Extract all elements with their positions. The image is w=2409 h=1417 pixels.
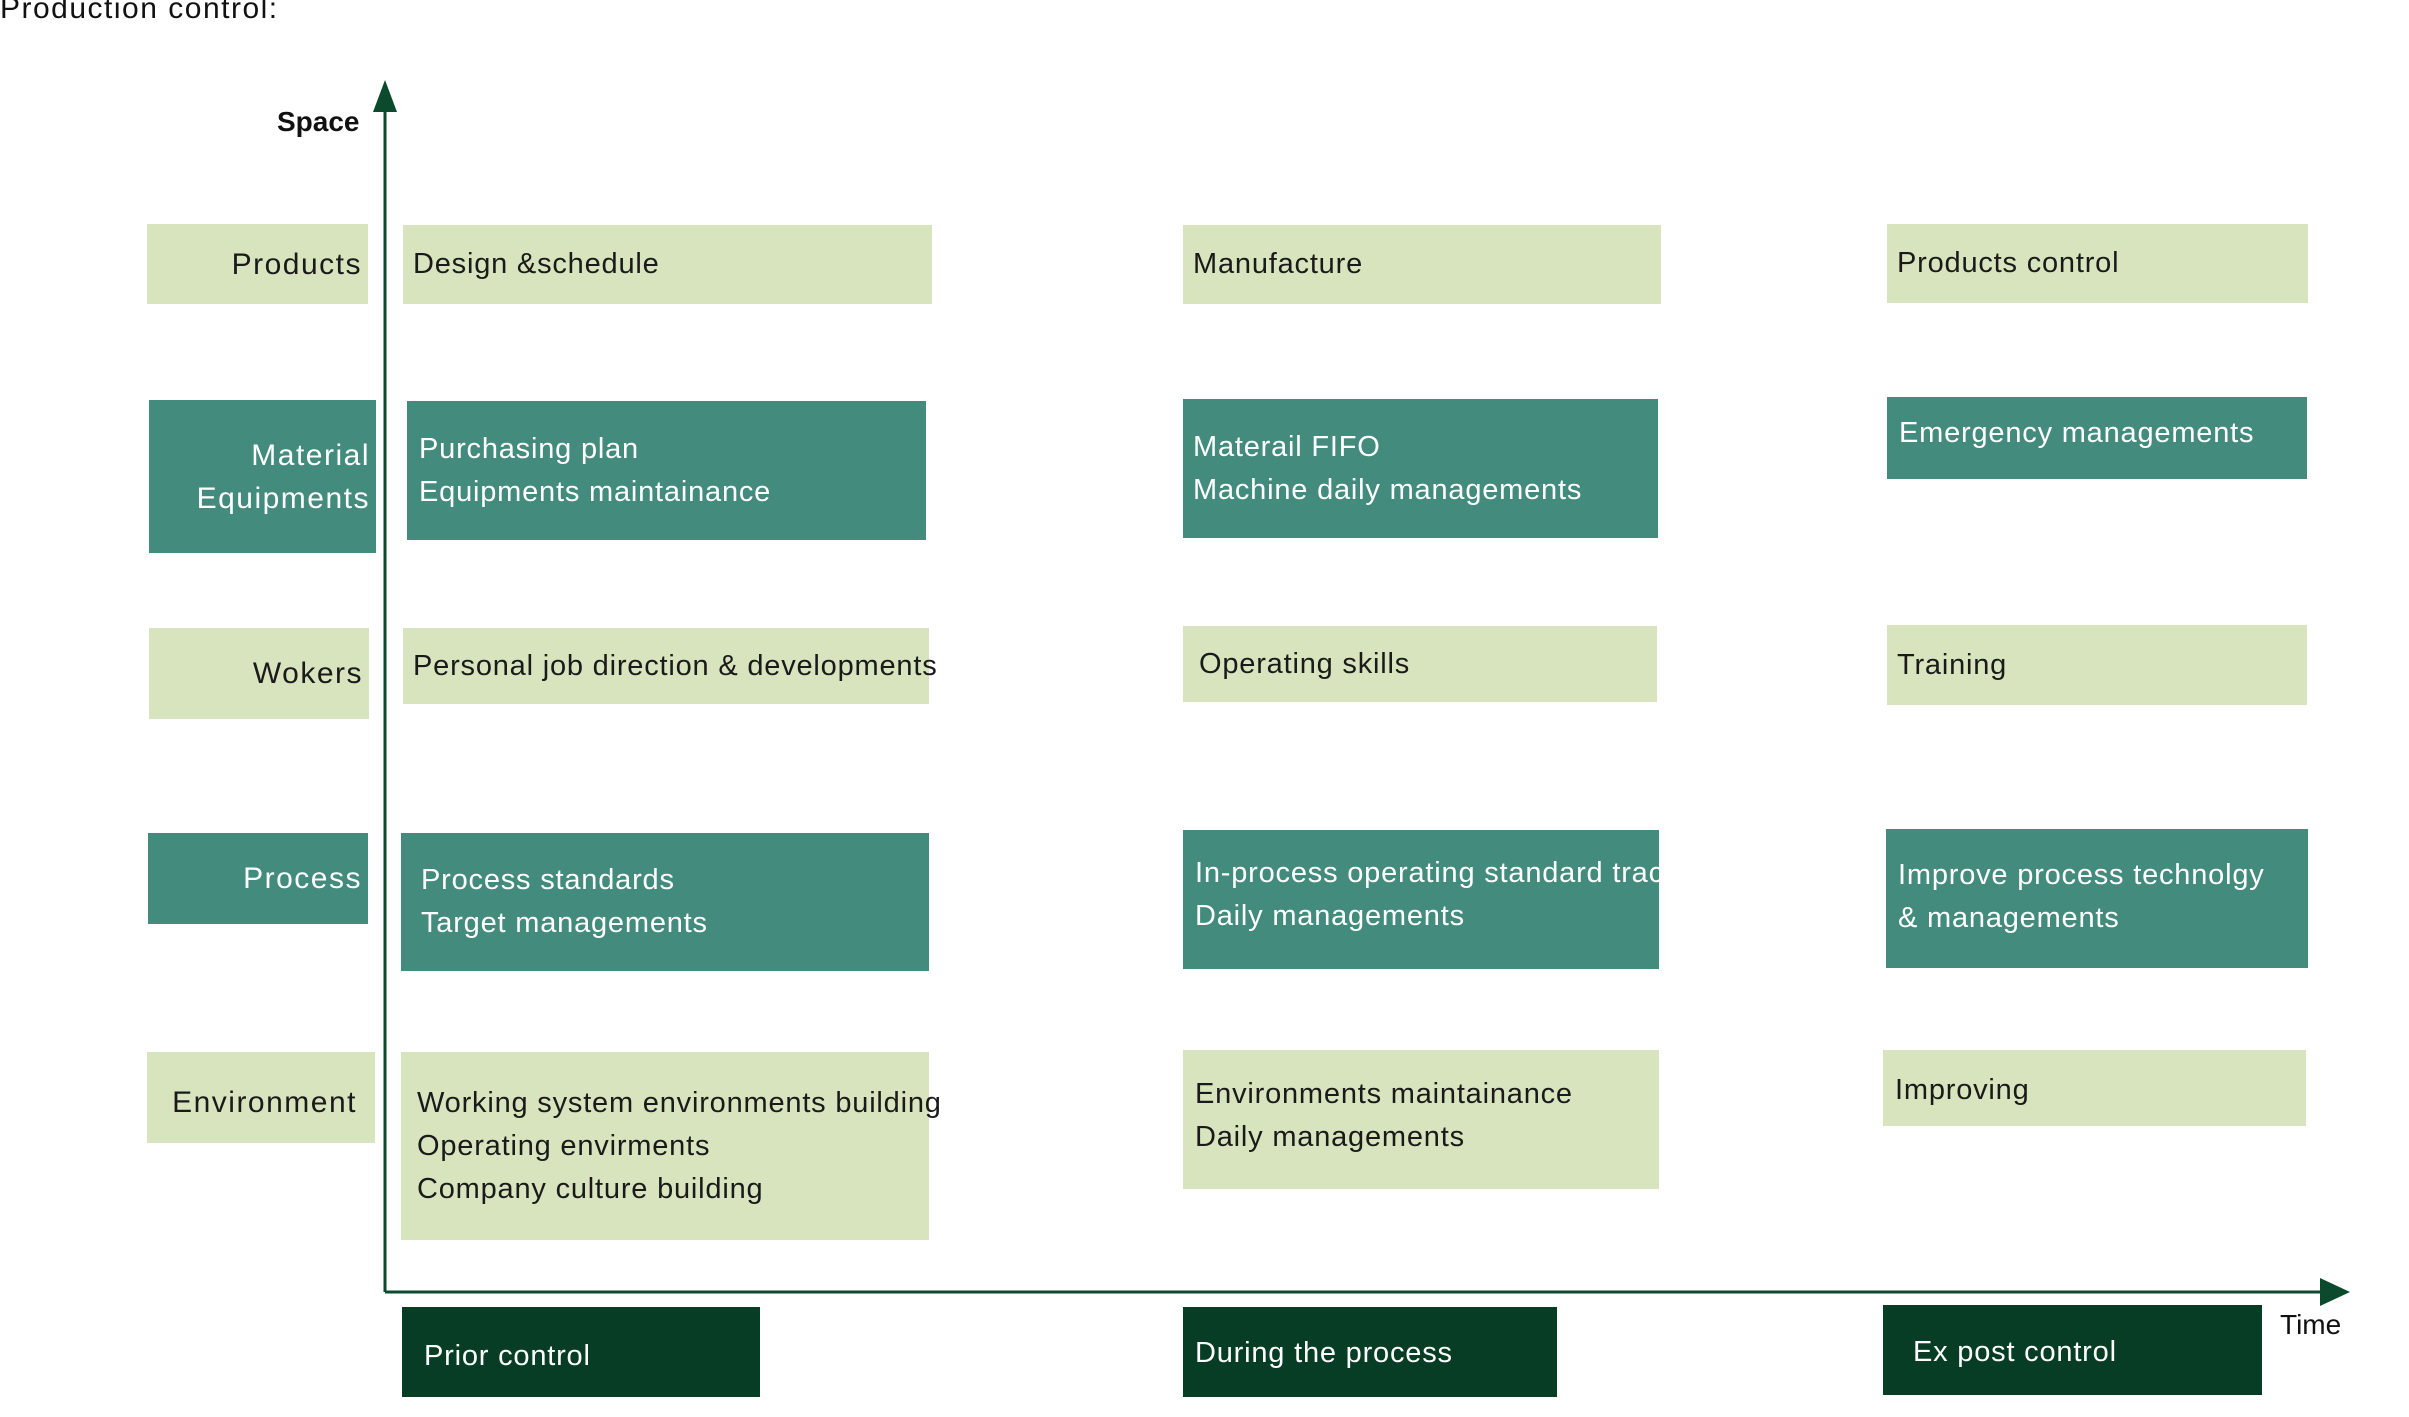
row-label-line: Material	[251, 438, 370, 472]
cell-process-expost: Improve process technolgy & managements	[1886, 829, 2308, 968]
x-axis-label: Time	[2280, 1309, 2342, 1340]
row-label-environment: Environment	[147, 1052, 375, 1143]
cell-line: Target managements	[421, 907, 708, 939]
row-label-line: Environment	[172, 1086, 357, 1119]
phase-during-process: During the process	[1183, 1307, 1557, 1397]
cell-material-expost: Emergency managements	[1887, 397, 2307, 479]
cell-process-during: In-process operating standard track Dail…	[1183, 830, 1680, 969]
phase-label: Ex post control	[1913, 1335, 2117, 1368]
cell-material-prior: Purchasing plan Equipments maintainance	[407, 401, 926, 540]
cell-line: Products control	[1897, 247, 2120, 279]
phase-prior-control: Prior control	[402, 1307, 760, 1397]
cell-wokers-expost: Training	[1887, 625, 2307, 705]
cell-environment-during: Environments maintainance Daily manageme…	[1183, 1050, 1659, 1189]
cell-line: Company culture building	[417, 1172, 764, 1205]
cell-line: Manufacture	[1193, 248, 1363, 280]
phase-label: During the process	[1195, 1336, 1453, 1369]
row-label-wokers: Wokers	[149, 628, 369, 719]
phase-ex-post-control: Ex post control	[1883, 1305, 2262, 1395]
cell-line: Emergency managements	[1899, 416, 2255, 449]
cell-products-expost: Products control	[1887, 224, 2308, 303]
page-title: Production control:	[0, 0, 279, 25]
cell-line: Operating skills	[1199, 647, 1411, 680]
row-label-material-equipments: Material Equipments	[149, 400, 376, 553]
row-label-products: Products	[147, 224, 368, 304]
y-axis-arrow	[373, 80, 397, 112]
row-label-line: Wokers	[252, 657, 363, 690]
cell-line: Machine daily managements	[1193, 473, 1583, 506]
cell-line: Process standards	[421, 864, 675, 896]
row-label-process: Process	[148, 833, 368, 924]
row-label-line: Products	[231, 247, 362, 281]
cell-line: Environments maintainance	[1195, 1077, 1573, 1110]
cell-environment-prior: Working system environments building Ope…	[401, 1052, 942, 1240]
cell-line: Operating envirments	[417, 1129, 711, 1162]
cell-line: Training	[1897, 648, 2008, 681]
cell-line: Materail FIFO	[1193, 430, 1381, 463]
cell-environment-expost: Improving	[1883, 1050, 2306, 1126]
cell-line: Daily managements	[1195, 1120, 1465, 1153]
cell-line: Personal job direction & developments	[413, 649, 938, 682]
cell-products-during: Manufacture	[1183, 225, 1661, 304]
cell-line: Improve process technolgy	[1898, 858, 2265, 891]
cell-line: In-process operating standard track	[1195, 856, 1680, 889]
cell-line: Improving	[1895, 1073, 2030, 1106]
phase-label: Prior control	[424, 1339, 591, 1372]
cell-line: Purchasing plan	[419, 432, 639, 465]
cell-line: & managements	[1898, 901, 2120, 934]
cell-process-prior: Process standards Target managements	[401, 833, 929, 971]
row-label-line: Equipments	[196, 481, 370, 515]
cell-wokers-prior: Personal job direction & developments	[403, 628, 938, 704]
row-label-line: Process	[243, 862, 362, 895]
cell-line: Equipments maintainance	[419, 475, 772, 508]
cell-material-during: Materail FIFO Machine daily managements	[1183, 399, 1658, 538]
y-axis-label: Space	[277, 106, 360, 137]
cell-wokers-during: Operating skills	[1183, 626, 1657, 702]
cell-line: Daily managements	[1195, 899, 1465, 932]
cell-products-prior: Design &schedule	[403, 225, 932, 304]
cell-line: Working system environments building	[417, 1086, 942, 1119]
x-axis-arrow	[2320, 1278, 2350, 1306]
cell-line: Design &schedule	[413, 248, 660, 280]
